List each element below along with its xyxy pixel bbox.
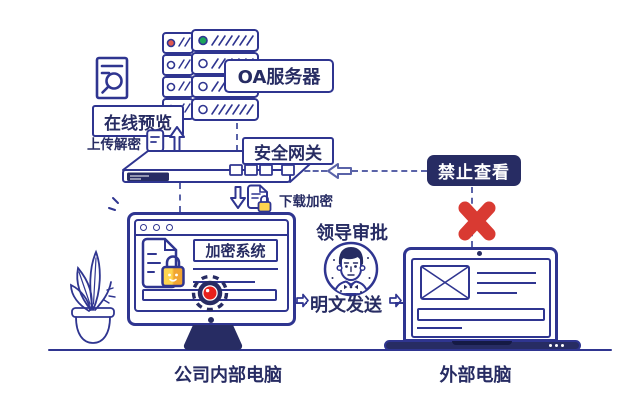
laptop-base-dot-3 bbox=[561, 344, 564, 347]
encryption-system-label: 加密系统 bbox=[193, 239, 278, 262]
laptop-base-dot-2 bbox=[555, 344, 558, 347]
dashed-connector-arrow-badge bbox=[352, 170, 427, 172]
laptop-text-line-4 bbox=[417, 327, 462, 329]
download-document-lock-icon bbox=[247, 184, 272, 213]
ground-line bbox=[48, 349, 612, 351]
red-record-target-icon bbox=[191, 274, 229, 312]
laptop-base-notch bbox=[452, 341, 512, 345]
upload-decrypt-text: 上传解密 bbox=[87, 137, 141, 153]
gateway-model-plate bbox=[127, 172, 169, 181]
online-preview-label: 在线预览 bbox=[92, 105, 184, 137]
monitor-camera-dot bbox=[208, 317, 214, 323]
security-gateway-text: 安全网关 bbox=[254, 143, 322, 164]
oa-server-text: OA服务器 bbox=[237, 67, 321, 88]
dashed-connector-gateway-monitor bbox=[179, 183, 181, 212]
online-preview-text: 在线预览 bbox=[104, 113, 172, 134]
dashed-connector-server-gateway bbox=[236, 123, 238, 151]
laptop-base-dot-1 bbox=[549, 344, 552, 347]
monitor-stand bbox=[183, 325, 243, 351]
potted-plant-icon bbox=[70, 249, 116, 344]
leader-avatar-icon bbox=[323, 241, 379, 297]
red-x-mark-icon bbox=[458, 201, 496, 241]
window-dot-3 bbox=[166, 224, 173, 231]
laptop-text-line-2 bbox=[477, 282, 536, 284]
window-titlebar-divider bbox=[134, 234, 289, 236]
forbidden-view-text: 禁止查看 bbox=[438, 163, 510, 183]
envelope-icon bbox=[420, 265, 470, 300]
laptop-text-line-1 bbox=[477, 272, 536, 274]
oa-server-label: OA服务器 bbox=[224, 59, 334, 93]
send-arrow-left-icon bbox=[296, 293, 309, 308]
sparkle-icon bbox=[108, 197, 119, 211]
internal-computer-caption: 公司内部电脑 bbox=[174, 365, 282, 386]
document-search-icon bbox=[95, 56, 129, 100]
laptop-input-bar bbox=[417, 308, 545, 321]
send-arrow-right-icon bbox=[389, 293, 402, 308]
security-gateway-label: 安全网关 bbox=[242, 137, 334, 165]
laptop-camera-dot bbox=[477, 251, 482, 256]
download-encrypt-text: 下载加密 bbox=[279, 194, 333, 210]
document-padlock-icon bbox=[141, 237, 185, 289]
down-arrow-icon bbox=[230, 186, 246, 209]
send-connector-right bbox=[395, 302, 404, 304]
upload-document-icon bbox=[146, 129, 165, 153]
encryption-system-text: 加密系统 bbox=[205, 242, 266, 260]
forbidden-view-badge: 禁止查看 bbox=[427, 155, 521, 186]
screen-text-line-1 bbox=[193, 268, 278, 270]
window-dot-1 bbox=[140, 224, 147, 231]
laptop-text-line-3 bbox=[477, 292, 517, 294]
plaintext-send-text: 明文发送 bbox=[310, 295, 382, 316]
window-dot-2 bbox=[153, 224, 160, 231]
external-computer-caption: 外部电脑 bbox=[439, 365, 512, 386]
leader-approval-text: 领导审批 bbox=[316, 223, 388, 244]
dashed-connector-gateway-arrow bbox=[296, 170, 327, 172]
block-left-arrow-icon bbox=[327, 163, 352, 179]
